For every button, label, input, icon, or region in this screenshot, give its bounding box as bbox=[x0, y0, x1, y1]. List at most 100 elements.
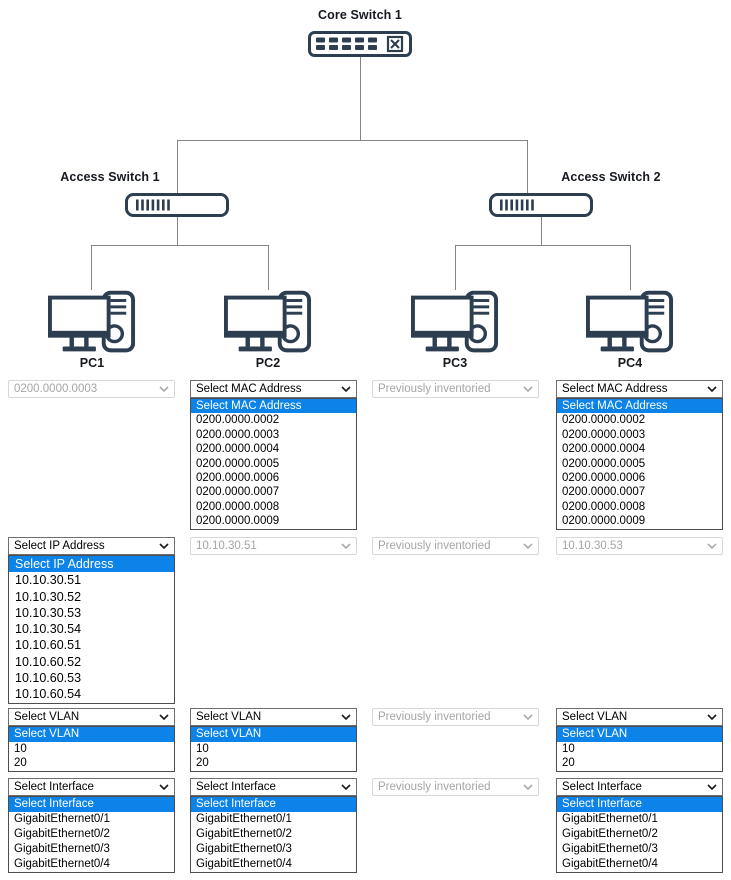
dropdown-option[interactable]: 20 bbox=[562, 757, 575, 770]
dropdown-option[interactable]: 10.10.30.54 bbox=[15, 622, 82, 637]
core-switch-label: Core Switch 1 bbox=[318, 8, 402, 22]
dropdown-option[interactable]: 10 bbox=[196, 742, 209, 755]
link-to-pc1 bbox=[91, 245, 92, 290]
dropdown-option[interactable]: 10 bbox=[14, 742, 27, 755]
dropdown-option[interactable]: 10.10.30.51 bbox=[15, 573, 82, 588]
chevron-down-icon bbox=[341, 784, 351, 790]
dropdown-option[interactable]: 0200.0000.0003 bbox=[196, 428, 280, 441]
dropdown-option[interactable]: 10 bbox=[562, 742, 575, 755]
pc4-mac-select-header[interactable]: Select MAC Address bbox=[556, 380, 723, 398]
pc2-interface-select-header[interactable]: Select Interface bbox=[190, 778, 357, 796]
dropdown-option[interactable]: 20 bbox=[14, 757, 27, 770]
dropdown-option[interactable]: 10.10.30.52 bbox=[15, 589, 82, 604]
dropdown-option[interactable]: GigabitEthernet0/2 bbox=[14, 828, 110, 840]
dropdown-option[interactable]: Select VLAN bbox=[191, 727, 356, 742]
dropdown-option[interactable]: 0200.0000.0008 bbox=[196, 500, 280, 513]
dropdown-option[interactable]: 10.10.60.51 bbox=[15, 638, 82, 653]
pc2-ip-select: 10.10.30.51 bbox=[190, 537, 357, 555]
pc1-interface-value: Select Interface bbox=[14, 781, 94, 793]
dropdown-option[interactable]: 0200.0000.0009 bbox=[196, 515, 280, 528]
pc2-vlan-select-header[interactable]: Select VLAN bbox=[190, 708, 357, 726]
dropdown-option[interactable]: GigabitEthernet0/4 bbox=[14, 858, 110, 870]
pc1-mac-select-header: 0200.0000.0003 bbox=[8, 380, 175, 398]
dropdown-option[interactable]: GigabitEthernet0/3 bbox=[14, 843, 110, 855]
pc4-vlan-select-header[interactable]: Select VLAN bbox=[556, 708, 723, 726]
dropdown-option[interactable]: Select Interface bbox=[191, 797, 356, 812]
dropdown-option[interactable]: Select VLAN bbox=[9, 727, 174, 742]
pc3-icon bbox=[411, 290, 499, 356]
dropdown-option[interactable]: 0200.0000.0007 bbox=[196, 486, 280, 499]
pc3-vlan-select: Previously inventoried bbox=[372, 708, 539, 726]
pc1-icon bbox=[48, 290, 136, 356]
dropdown-option[interactable]: 0200.0000.0002 bbox=[562, 414, 646, 427]
pc4-label: PC4 bbox=[617, 356, 643, 370]
link-switch2-horizontal bbox=[455, 245, 631, 246]
dropdown-option[interactable]: Select Interface bbox=[9, 797, 174, 812]
dropdown-option[interactable]: Select MAC Address bbox=[557, 399, 722, 414]
chevron-down-icon bbox=[523, 543, 533, 549]
pc4-interface-select-header[interactable]: Select Interface bbox=[556, 778, 723, 796]
chevron-down-icon bbox=[707, 714, 717, 720]
dropdown-option[interactable]: 10.10.60.54 bbox=[15, 687, 82, 702]
dropdown-option[interactable]: 10.10.60.53 bbox=[15, 671, 82, 686]
pc3-vlan-select-header: Previously inventoried bbox=[372, 708, 539, 726]
dropdown-option[interactable]: 0200.0000.0008 bbox=[562, 500, 646, 513]
access-switch-2-icon bbox=[489, 193, 593, 217]
dropdown-option[interactable]: GigabitEthernet0/1 bbox=[196, 813, 292, 825]
pc2-mac-select-header[interactable]: Select MAC Address bbox=[190, 380, 357, 398]
dropdown-option[interactable]: GigabitEthernet0/1 bbox=[14, 813, 110, 825]
dropdown-option[interactable]: GigabitEthernet0/4 bbox=[196, 858, 292, 870]
pc3-ip-value: Previously inventoried bbox=[378, 540, 491, 552]
dropdown-option[interactable]: GigabitEthernet0/2 bbox=[562, 828, 658, 840]
pc2-interface-value: Select Interface bbox=[196, 781, 276, 793]
pc2-ip-value: 10.10.30.51 bbox=[196, 540, 257, 552]
dropdown-option[interactable]: 0200.0000.0006 bbox=[196, 471, 280, 484]
dropdown-option[interactable]: 0200.0000.0005 bbox=[562, 457, 646, 470]
link-core-horizontal bbox=[177, 140, 528, 141]
pc1-ip-select-header[interactable]: Select IP Address bbox=[8, 537, 175, 555]
access-switch-1-label: Access Switch 1 bbox=[60, 170, 160, 184]
dropdown-option[interactable]: 0200.0000.0009 bbox=[562, 515, 646, 528]
dropdown-option[interactable]: GigabitEthernet0/3 bbox=[196, 843, 292, 855]
dropdown-option[interactable]: GigabitEthernet0/2 bbox=[196, 828, 292, 840]
pc1-ip-value: Select IP Address bbox=[14, 540, 105, 552]
dropdown-option[interactable]: 20 bbox=[196, 757, 209, 770]
dropdown-option[interactable]: 0200.0000.0006 bbox=[562, 471, 646, 484]
dropdown-option[interactable]: 0200.0000.0007 bbox=[562, 486, 646, 499]
dropdown-option[interactable]: 10.10.30.53 bbox=[15, 605, 82, 620]
dropdown-option[interactable]: GigabitEthernet0/3 bbox=[562, 843, 658, 855]
dropdown-option[interactable]: 0200.0000.0004 bbox=[562, 443, 646, 456]
dropdown-option[interactable]: Select MAC Address bbox=[191, 399, 356, 414]
pc4-vlan-value: Select VLAN bbox=[562, 711, 628, 723]
dropdown-option[interactable]: Select Interface bbox=[557, 797, 722, 812]
dropdown-option[interactable]: 0200.0000.0002 bbox=[196, 414, 280, 427]
dropdown-option[interactable]: GigabitEthernet0/4 bbox=[562, 858, 658, 870]
dropdown-option[interactable]: Select VLAN bbox=[557, 727, 722, 742]
dropdown-option[interactable]: 0200.0000.0003 bbox=[562, 428, 646, 441]
pc1-interface-select-header[interactable]: Select Interface bbox=[8, 778, 175, 796]
dropdown-option[interactable]: 10.10.60.52 bbox=[15, 654, 82, 669]
pc1-vlan-select-header[interactable]: Select VLAN bbox=[8, 708, 175, 726]
dropdown-option[interactable]: Select IP Address bbox=[9, 556, 174, 573]
dropdown-option[interactable]: 0200.0000.0005 bbox=[196, 457, 280, 470]
dropdown-option[interactable]: 0200.0000.0004 bbox=[196, 443, 280, 456]
dropdown-option[interactable]: GigabitEthernet0/1 bbox=[562, 813, 658, 825]
